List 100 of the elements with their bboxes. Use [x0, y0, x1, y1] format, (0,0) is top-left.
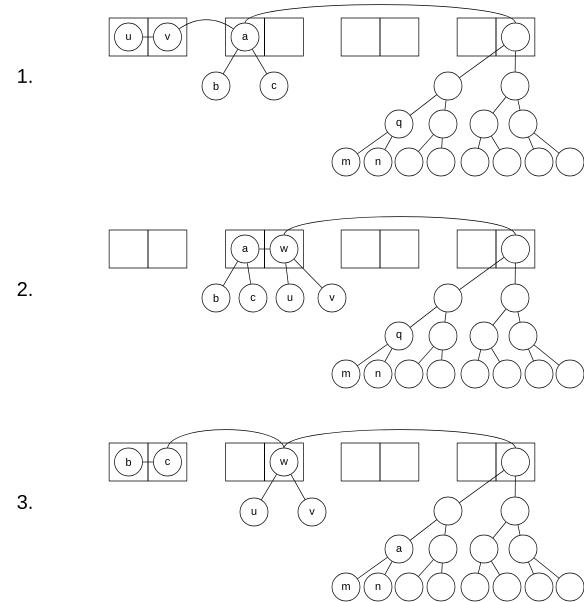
tree-node — [508, 110, 538, 138]
connector-line — [528, 136, 534, 150]
connector-line — [534, 132, 560, 154]
connector-line — [222, 261, 238, 286]
tree-node: c — [238, 284, 268, 312]
connector-line — [142, 36, 154, 38]
connector-line — [459, 257, 504, 290]
tree-node — [428, 534, 458, 564]
array-cell — [456, 442, 496, 482]
step-number: 2. — [18, 282, 32, 296]
connector-line — [410, 94, 437, 116]
connector-line — [384, 348, 392, 362]
tree-node — [492, 148, 522, 176]
connector-line — [384, 561, 392, 575]
tree-node — [524, 148, 554, 176]
connector-line — [222, 49, 238, 74]
connector-line — [441, 562, 443, 574]
connector-line — [410, 306, 437, 328]
tree-node — [470, 534, 498, 564]
connector-line — [418, 134, 434, 152]
array-cell — [456, 230, 496, 268]
array-cell — [380, 442, 420, 482]
connector-line — [178, 19, 234, 30]
connector-line — [252, 49, 268, 74]
array-cell — [225, 230, 265, 268]
tree-node — [501, 234, 530, 264]
tree-node: b — [202, 72, 230, 100]
array-cell — [340, 442, 380, 482]
tree-node — [394, 148, 424, 176]
connector-line — [518, 312, 520, 322]
connector-line — [357, 557, 388, 579]
array-cell — [340, 230, 380, 268]
tree-node — [394, 572, 424, 602]
array-cell — [380, 230, 420, 268]
connector-line — [441, 350, 443, 360]
tree-node — [470, 322, 498, 350]
tree-node — [426, 360, 456, 388]
tree-node: q — [384, 322, 414, 350]
array-cell — [108, 18, 148, 56]
tree-node — [501, 448, 530, 476]
tree-node — [434, 496, 462, 526]
tree-node: n — [364, 360, 392, 388]
tree-node — [394, 360, 424, 388]
array-cell — [225, 442, 265, 482]
connector-line — [528, 348, 534, 362]
connector-line — [441, 138, 443, 148]
array-cell — [380, 18, 420, 56]
array-cell — [225, 18, 265, 56]
connector-line — [284, 429, 516, 448]
tree-node: q — [384, 110, 414, 138]
array-cell — [264, 230, 304, 268]
tree-node — [460, 148, 490, 176]
array-cell — [148, 18, 188, 56]
connector-line — [491, 560, 500, 576]
tree-node: a — [230, 234, 260, 264]
connector-line — [514, 51, 516, 72]
tree-node — [524, 572, 554, 602]
tree-node: c — [260, 72, 288, 100]
tree-node: a — [384, 534, 414, 564]
connector-line — [444, 524, 446, 536]
connector-line — [478, 138, 482, 148]
tree-node: n — [364, 572, 392, 602]
tree-node — [492, 360, 522, 388]
tree-node: n — [364, 148, 392, 176]
tree-node: a — [230, 22, 260, 52]
tree-node — [460, 360, 490, 388]
connector-line — [246, 262, 252, 284]
array-cell — [108, 442, 148, 482]
tree-node — [556, 360, 584, 388]
tree-node — [500, 284, 530, 312]
array-cell — [148, 230, 188, 268]
connector-line — [410, 519, 437, 541]
array-cell — [264, 442, 304, 482]
tree-node — [508, 322, 538, 350]
connector-line — [444, 100, 446, 110]
tree-node — [500, 496, 530, 526]
tree-node — [501, 22, 530, 52]
connector-line — [259, 248, 270, 250]
tree-node: u — [114, 22, 143, 52]
connector-line — [492, 308, 506, 326]
tree-node: v — [153, 22, 182, 52]
tree-node — [434, 284, 462, 312]
connector-line — [285, 262, 289, 284]
connector-line — [492, 522, 506, 538]
tree-node: w — [270, 234, 298, 264]
tree-node: v — [298, 498, 326, 526]
connector-line — [357, 344, 388, 366]
connector-line — [534, 558, 560, 578]
array-cell — [496, 230, 536, 268]
connector-line — [528, 562, 534, 574]
connector-line — [294, 258, 322, 288]
connector-line — [478, 350, 482, 360]
tree-node: m — [332, 360, 360, 388]
tree-node: b — [202, 284, 230, 312]
connector-line — [459, 45, 504, 78]
array-cell — [264, 18, 304, 56]
tree-node — [508, 534, 538, 564]
tree-node — [500, 72, 530, 100]
array-cell — [108, 230, 148, 268]
connector-line — [491, 136, 500, 150]
